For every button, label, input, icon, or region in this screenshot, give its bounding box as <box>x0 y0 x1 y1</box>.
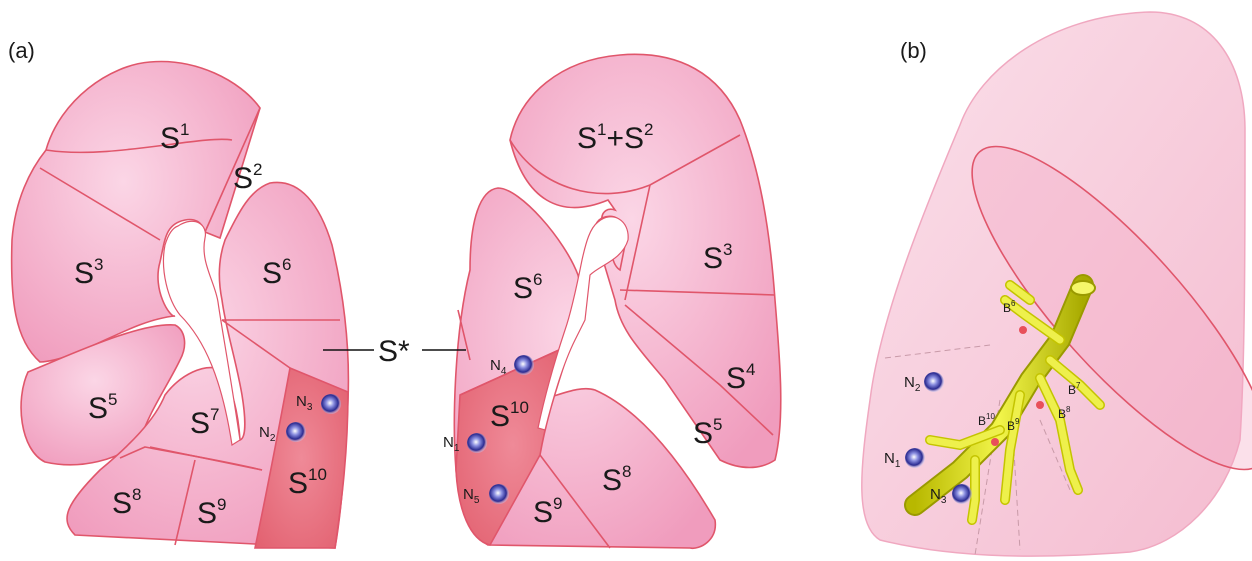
nodule-marker <box>489 484 509 504</box>
nodule-marker <box>924 372 944 392</box>
nodule-marker <box>514 355 534 375</box>
segment-label: S1+S2 <box>577 120 654 155</box>
panel-a-label: (a) <box>8 38 35 63</box>
panel-b-lobe <box>862 12 1252 556</box>
s-star-label: S* <box>378 335 410 368</box>
nodule-marker <box>286 422 306 442</box>
nodule-marker <box>467 433 487 453</box>
panel-b-label: (b) <box>900 38 927 63</box>
nodule-marker <box>952 484 972 504</box>
left-upper-lobe <box>12 62 260 362</box>
nodule-marker <box>905 448 925 468</box>
nodule-marker <box>321 394 341 414</box>
